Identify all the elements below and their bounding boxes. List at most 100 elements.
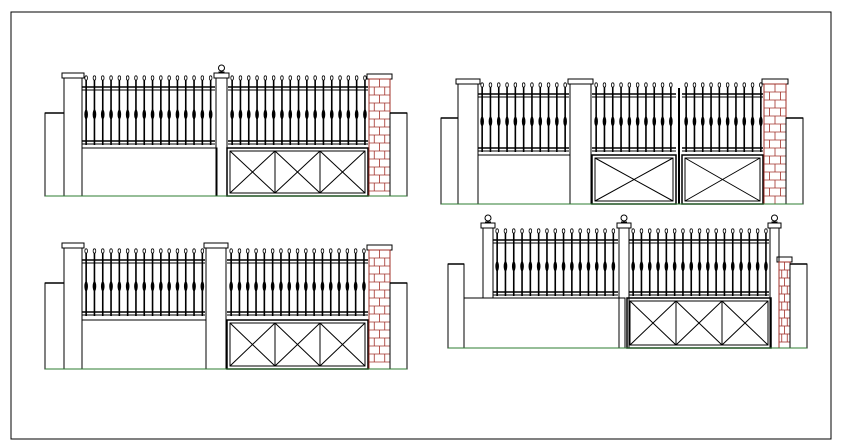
picket-spear-tip (329, 248, 333, 254)
picket-bulge (511, 261, 516, 272)
picket (700, 82, 705, 152)
picket-spear-tip (92, 75, 97, 81)
railing (629, 228, 769, 296)
picket (125, 248, 130, 316)
picket-spear-tip (354, 75, 359, 81)
picket-spear-tip (747, 228, 752, 234)
picket-spear-tip (150, 75, 155, 81)
picket-bulge (238, 109, 243, 120)
gate (226, 319, 369, 370)
picket (328, 248, 333, 316)
picket-spear-tip (595, 228, 599, 234)
picket-spear-tip (546, 82, 551, 88)
elevation-c (44, 242, 408, 370)
gate-panel-frame (319, 150, 366, 194)
pillar-cap (61, 242, 85, 249)
pier-body (778, 261, 791, 349)
picket (109, 75, 113, 145)
picket (496, 82, 501, 152)
picket-spear-tip (652, 82, 656, 88)
gate-panel-frame (684, 157, 761, 202)
gate-brace-diagonal (319, 322, 366, 367)
picket-spear-tip (520, 228, 524, 234)
picket-bulge (279, 281, 283, 292)
brick-pier (366, 244, 393, 370)
picket-bulge (635, 116, 640, 127)
picket-spear-tip (669, 82, 673, 88)
elevation-d (447, 214, 808, 349)
picket-bulge (513, 116, 518, 127)
picket-bulge (692, 116, 697, 127)
picket (734, 82, 738, 152)
picket (610, 82, 615, 152)
picket-bulge (496, 116, 501, 127)
picket-bulge (117, 281, 122, 292)
picket-spear-tip (603, 228, 607, 234)
picket-bulge (503, 261, 508, 272)
picket (764, 228, 768, 296)
picket-spear-tip (304, 248, 308, 254)
picket-bulge (109, 109, 113, 120)
picket-spear-tip (237, 248, 242, 254)
picket (117, 248, 122, 316)
picket-spear-tip (125, 248, 130, 254)
picket (611, 228, 616, 296)
picket-spear-tip (594, 82, 598, 88)
picket (117, 75, 122, 145)
picket (92, 75, 97, 145)
picket (92, 248, 97, 316)
picket-bulge (353, 281, 358, 292)
picket (237, 248, 242, 316)
picket (109, 248, 113, 316)
picket (652, 82, 657, 152)
picket-bulge (561, 261, 566, 272)
gate-brace-diagonal (594, 157, 674, 202)
picket (254, 248, 258, 316)
picket-bulge (725, 116, 730, 127)
picket-spear-tip (184, 248, 188, 254)
picket-spear-tip (692, 82, 697, 88)
picket-bulge (647, 261, 652, 272)
picket (150, 248, 155, 316)
picket (692, 82, 697, 152)
picket (183, 248, 188, 316)
picket (563, 82, 567, 152)
picket-spear-tip (238, 75, 243, 81)
picket (561, 228, 566, 296)
picket-bulge (706, 261, 710, 272)
picket-spear-tip (497, 82, 501, 88)
picket (513, 82, 518, 152)
picket-bulge (684, 116, 688, 127)
picket-bulge (700, 116, 705, 127)
picket-spear-tip (611, 82, 615, 88)
picket-spear-tip (312, 248, 316, 254)
gate-brace-diagonal (229, 150, 276, 194)
picket-spear-tip (134, 75, 138, 81)
picket-spear-tip (619, 82, 623, 88)
picket-spear-tip (353, 248, 358, 254)
pillar-body (63, 247, 83, 370)
pillar-cap (480, 222, 496, 229)
base-wall (81, 319, 207, 370)
picket (200, 75, 205, 145)
pillar-cap (203, 242, 229, 249)
pillar-finial-ball (620, 214, 628, 222)
picket-spear-tip (555, 82, 559, 88)
picket (730, 228, 735, 296)
picket-spear-tip (627, 82, 632, 88)
picket (578, 228, 582, 296)
railing (82, 75, 215, 145)
picket (262, 248, 267, 316)
gate-panel-frame (319, 322, 366, 367)
railing (228, 75, 368, 145)
picket (644, 82, 648, 152)
picket (520, 228, 524, 296)
picket (255, 75, 259, 145)
picket (175, 75, 180, 145)
picket-bulge (245, 281, 250, 292)
picket (229, 248, 233, 316)
picket-spear-tip (644, 82, 648, 88)
pillar-cap (213, 72, 230, 79)
picket-spear-tip (337, 248, 341, 254)
